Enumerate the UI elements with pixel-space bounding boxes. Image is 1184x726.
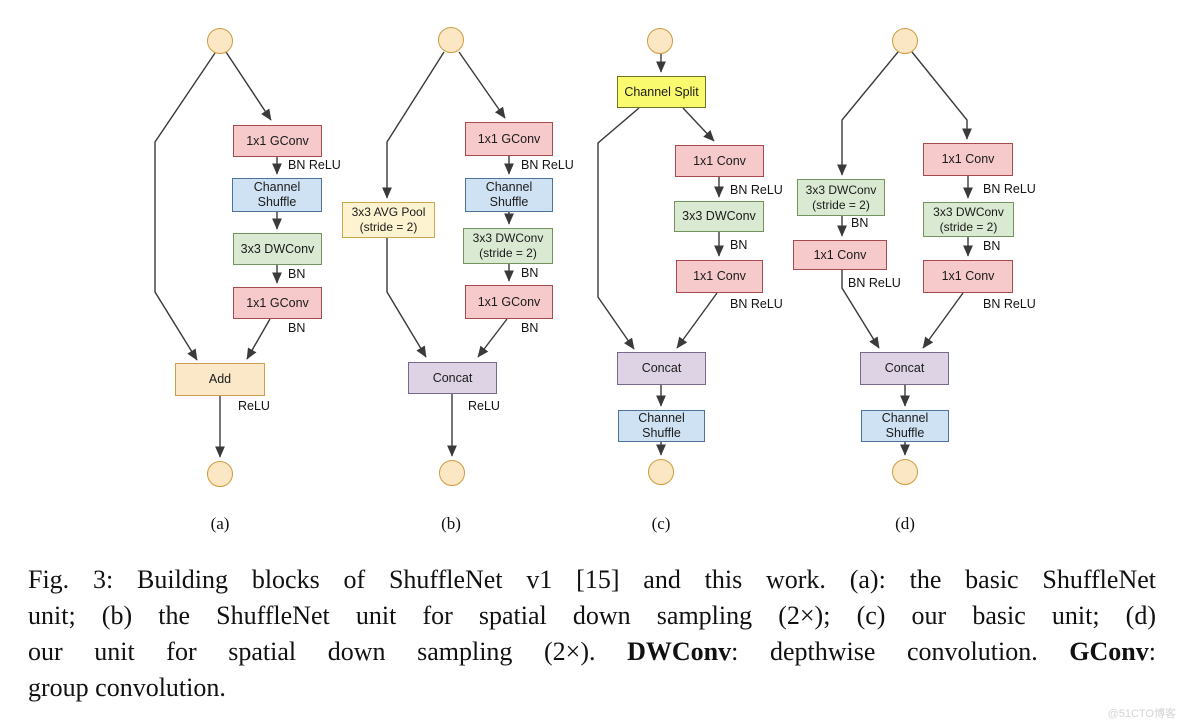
c-channel-shuffle-box: Channel Shuffle: [618, 410, 705, 442]
c-dwconv-label: 3x3 DWConv: [682, 209, 756, 223]
b-avgpool-box: 3x3 AVG Pool (stride = 2): [342, 202, 435, 238]
a-output-node: [207, 461, 233, 487]
b-gconv1-label: 1x1 GConv: [477, 131, 541, 146]
d-dwconv-label-line2: (stride = 2): [939, 219, 998, 234]
b-channel-shuffle-label: Channel Shuffle: [485, 180, 533, 209]
c-channel-split-label: Channel Split: [624, 84, 699, 99]
caption-bold-gconv: GConv: [1069, 637, 1149, 666]
a-gconv1-label: 1x1 GConv: [246, 133, 309, 148]
a-add-label: Add: [208, 372, 232, 386]
a-channel-shuffle-label: Channel Shuffle: [253, 180, 301, 209]
d-bn-label: BN: [983, 239, 1001, 253]
a-gconv1-box: 1x1 GConv: [233, 125, 322, 157]
d-dwconv-box: 3x3 DWConv (stride = 2): [923, 202, 1014, 237]
b-avgpool-label-line2: (stride = 2): [359, 220, 418, 234]
d-left-dwconv-label-line2: (stride = 2): [812, 197, 870, 212]
a-bn2-label: BN: [288, 321, 306, 335]
d-channel-shuffle-box: Channel Shuffle: [861, 410, 949, 442]
b-concat-box: Concat: [408, 362, 497, 394]
c-dwconv-box: 3x3 DWConv: [674, 201, 764, 232]
caption-line-1: Fig. 3: Building blocks of ShuffleNet v1…: [28, 565, 1156, 594]
c-channel-split-box: Channel Split: [617, 76, 706, 108]
b-dwconv-label-line1: 3x3 DWConv: [472, 231, 544, 245]
c-bn-label: BN: [730, 238, 748, 252]
subfig-label-d: (d): [895, 514, 915, 533]
a-dwconv-box: 3x3 DWConv: [233, 233, 322, 265]
b-gconv2-box: 1x1 GConv: [465, 285, 553, 319]
d-left-bn-relu-label: BN ReLU: [848, 276, 901, 290]
c-input-node: [647, 28, 673, 54]
c-channel-shuffle-label: Channel Shuffle: [638, 411, 685, 440]
c-conv2-box: 1x1 Conv: [676, 260, 763, 293]
b-dwconv-label-line2: (stride = 2): [479, 246, 537, 260]
d-channel-shuffle-label: Channel Shuffle: [881, 411, 929, 440]
b-dwconv-box: 3x3 DWConv (stride = 2): [463, 228, 553, 264]
d-left-dwconv-label-line1: 3x3 DWConv: [805, 182, 877, 197]
a-input-node: [207, 28, 233, 54]
d-concat-label: Concat: [884, 361, 925, 375]
b-input-node: [438, 27, 464, 53]
d-bn-relu2-label: BN ReLU: [983, 297, 1036, 311]
d-concat-box: Concat: [860, 352, 949, 385]
subfig-label-a: (a): [210, 514, 230, 533]
b-bn-relu-label: BN ReLU: [521, 158, 574, 172]
d-conv2-box: 1x1 Conv: [923, 260, 1013, 293]
c-concat-box: Concat: [617, 352, 706, 385]
b-gconv2-label: 1x1 GConv: [477, 294, 541, 309]
b-bn1-label: BN: [521, 266, 539, 280]
b-gconv1-box: 1x1 GConv: [465, 122, 553, 156]
a-dwconv-label: 3x3 DWConv: [240, 241, 315, 256]
caption-text-segment: : depthwise convolution.: [731, 637, 1070, 666]
d-conv1-box: 1x1 Conv: [923, 143, 1013, 176]
c-bn-relu1-label: BN ReLU: [730, 183, 783, 197]
d-output-node: [892, 459, 918, 485]
d-left-conv-label: 1x1 Conv: [813, 247, 867, 262]
caption-text-segment: our unit for spatial down sampling (2×).: [28, 637, 628, 666]
a-gconv2-box: 1x1 GConv: [233, 287, 322, 319]
d-left-conv-box: 1x1 Conv: [793, 240, 887, 270]
a-bn1-label: BN: [288, 267, 306, 281]
figure-caption: Fig. 3: Building blocks of ShuffleNet v1…: [28, 562, 1156, 706]
b-avgpool-label-line1: 3x3 AVG Pool: [351, 205, 426, 219]
a-gconv2-label: 1x1 GConv: [246, 295, 309, 310]
d-conv1-label: 1x1 Conv: [941, 152, 995, 166]
d-left-dwconv-box: 3x3 DWConv (stride = 2): [797, 179, 885, 216]
d-conv2-label: 1x1 Conv: [941, 269, 995, 283]
c-concat-label: Concat: [641, 361, 682, 375]
c-bn-relu2-label: BN ReLU: [730, 297, 783, 311]
b-channel-shuffle-box: Channel Shuffle: [465, 178, 553, 212]
caption-text-segment: :: [1148, 637, 1156, 666]
watermark: @51CTO博客: [1107, 708, 1176, 720]
a-bn-relu-label: BN ReLU: [288, 158, 341, 172]
caption-line-3: our unit for spatial down sampling (2×).…: [28, 634, 1156, 670]
caption-line-2: unit; (b) the ShuffleNet unit for spatia…: [28, 601, 1156, 630]
b-bn2-label: BN: [521, 321, 539, 335]
c-output-node: [648, 459, 674, 485]
caption-line-4: group convolution.: [28, 673, 226, 702]
c-conv1-box: 1x1 Conv: [675, 145, 764, 177]
d-left-bn-label: BN: [851, 216, 869, 230]
a-channel-shuffle-box: Channel Shuffle: [232, 178, 322, 212]
subfig-label-b: (b): [441, 514, 461, 533]
subfig-label-c: (c): [651, 514, 671, 533]
b-output-node: [439, 460, 465, 486]
d-input-node: [892, 28, 918, 54]
a-relu-label: ReLU: [238, 399, 270, 413]
a-add-box: Add: [175, 363, 265, 396]
d-bn-relu1-label: BN ReLU: [983, 182, 1036, 196]
caption-bold-dwconv: DWConv: [627, 637, 732, 666]
c-conv1-label: 1x1 Conv: [693, 153, 746, 168]
b-concat-label: Concat: [432, 370, 473, 385]
b-relu-label: ReLU: [468, 399, 500, 413]
d-dwconv-label-line1: 3x3 DWConv: [933, 204, 1004, 219]
c-conv2-label: 1x1 Conv: [693, 269, 746, 283]
